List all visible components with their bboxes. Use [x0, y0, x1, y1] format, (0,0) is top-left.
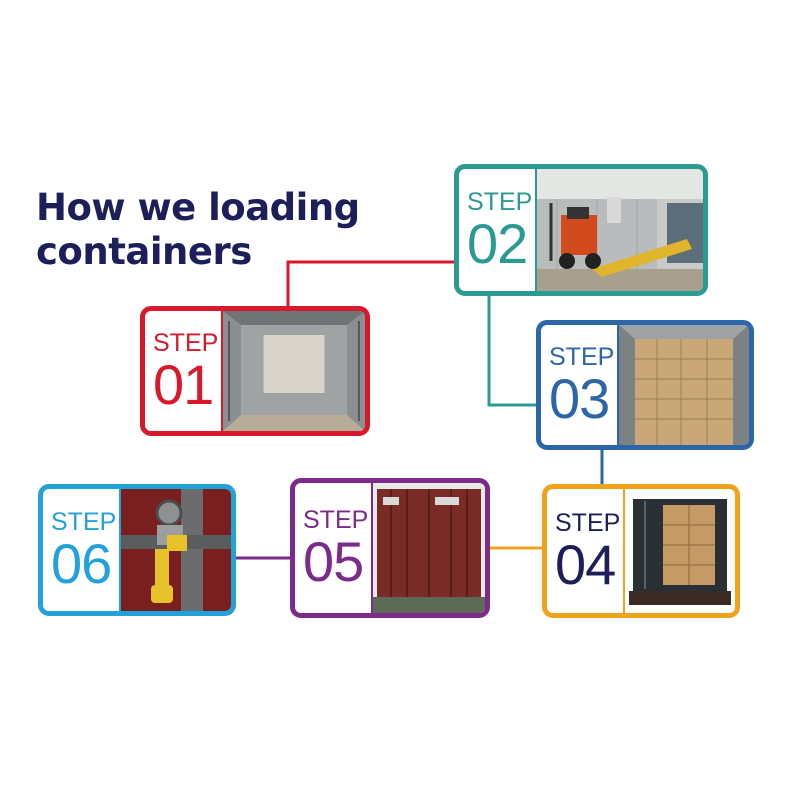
step-03-card: STEP 03	[536, 320, 754, 450]
step-02-number: 02	[467, 212, 528, 275]
step-01-word: STEP	[153, 329, 219, 357]
step-04-number: 04	[555, 533, 616, 596]
step-03-number: 03	[549, 367, 610, 430]
step-05-word: STEP	[303, 506, 369, 534]
step-01-card: STEP 01	[140, 306, 370, 436]
step-03-word: STEP	[549, 343, 615, 371]
connector-02-03	[487, 292, 538, 407]
page-title: How we loading containers	[36, 186, 396, 274]
step-06-label: STEP 06	[43, 489, 121, 611]
step-06-card: STEP 06	[38, 484, 236, 616]
step-05-card: STEP 05	[290, 478, 490, 618]
step-02-word: STEP	[467, 188, 533, 216]
step-04-word: STEP	[555, 509, 621, 537]
step-04-card: STEP 04	[542, 484, 740, 618]
empty-container-photo	[223, 311, 365, 431]
step-05-number: 05	[303, 530, 364, 593]
step-02-label: STEP 02	[459, 169, 537, 291]
closed-container-doors-photo	[373, 483, 485, 613]
step-06-word: STEP	[51, 508, 117, 536]
title-line-1: How we loading	[36, 186, 360, 229]
bolt-seal-photo	[121, 489, 231, 611]
step-03-label: STEP 03	[541, 325, 619, 445]
step-05-label: STEP 05	[295, 483, 373, 613]
title-line-2: containers	[36, 230, 252, 273]
loaded-container-rear-view-photo	[625, 489, 735, 613]
step-01-number: 01	[153, 353, 214, 416]
container-loaded-with-cartons-photo	[619, 325, 749, 445]
step-06-number: 06	[51, 532, 112, 595]
connector-01-02	[286, 260, 458, 308]
step-04-label: STEP 04	[547, 489, 625, 613]
step-01-label: STEP 01	[145, 311, 223, 431]
forklift-loading-ramp-photo	[537, 169, 703, 291]
step-02-card: STEP 02	[454, 164, 708, 296]
